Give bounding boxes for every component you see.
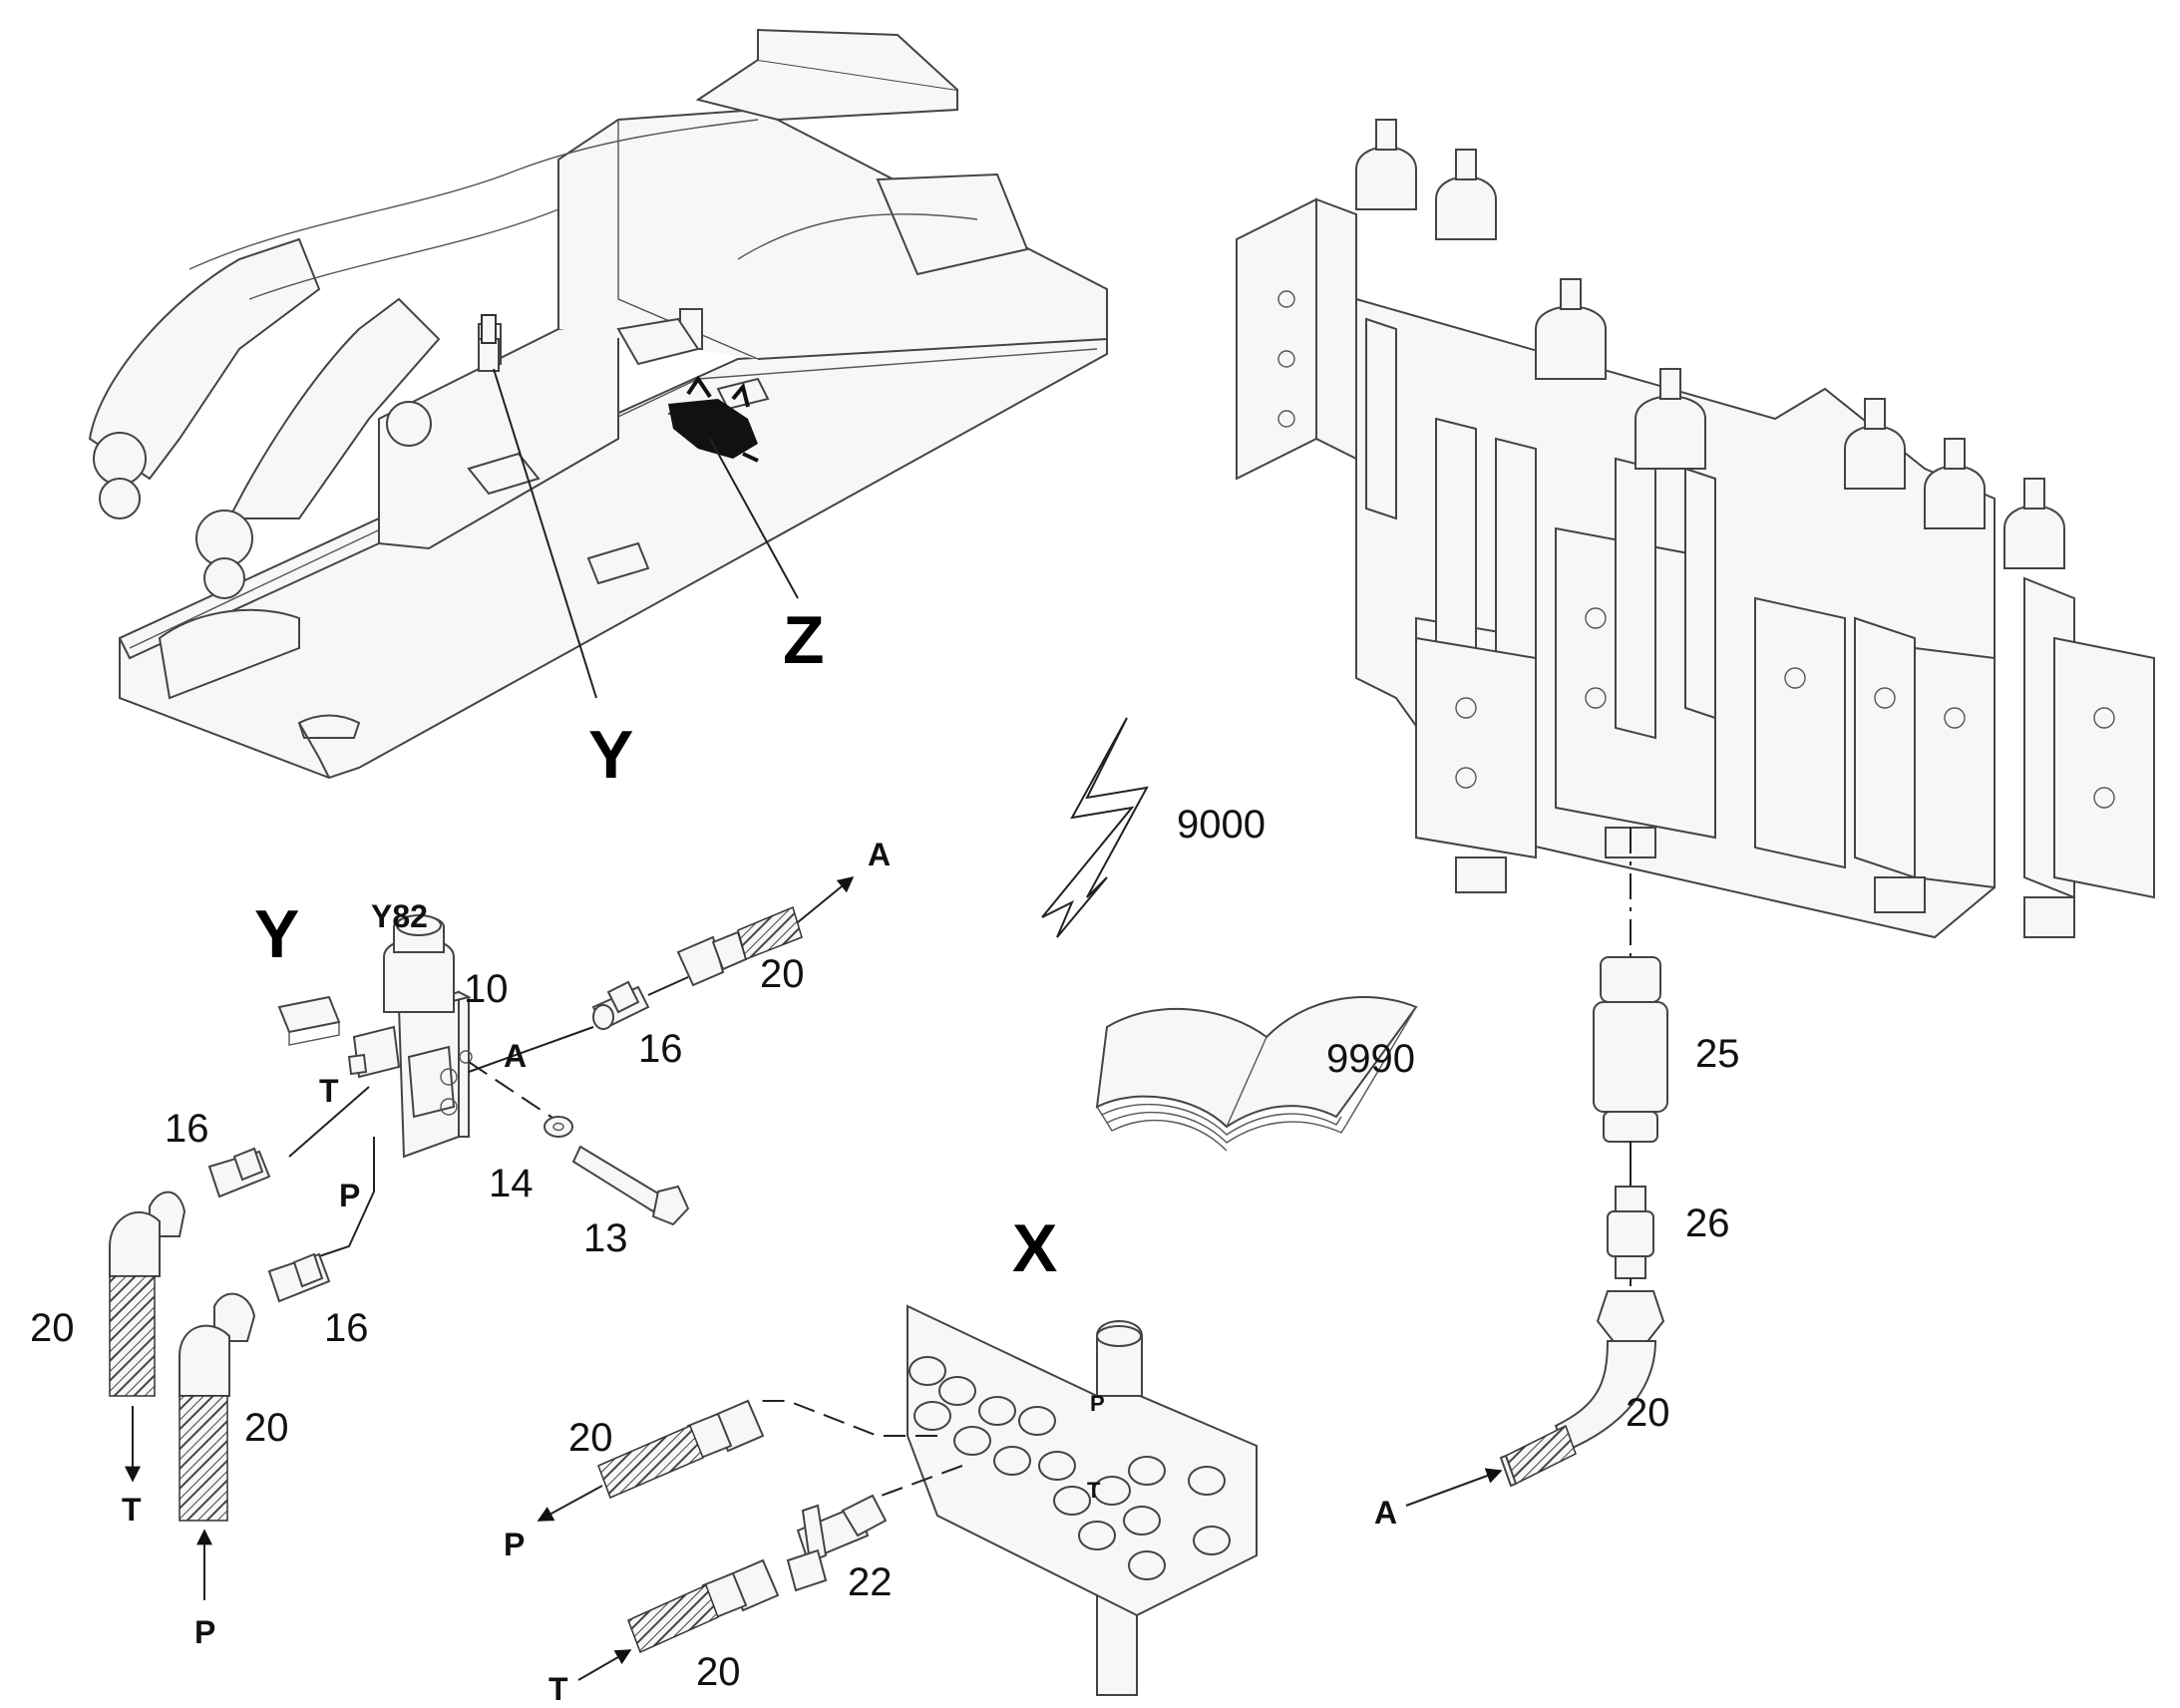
frame-view-z-label: Z — [783, 602, 825, 678]
manifold-block-x — [907, 1304, 1258, 1696]
callout-13: 13 — [583, 1216, 628, 1260]
machine-frame — [88, 28, 1108, 780]
callout-22: 22 — [848, 1560, 893, 1604]
fitting-16-t — [207, 1147, 271, 1198]
port-t-label-left: T — [122, 1492, 142, 1528]
callout-14: 14 — [489, 1162, 534, 1205]
callout-20-x-p: 20 — [568, 1416, 613, 1460]
tee-fitting-22 — [786, 1494, 888, 1592]
callout-26: 26 — [1685, 1201, 1730, 1245]
callout-20-a: 20 — [760, 952, 805, 996]
port-a-label-top: A — [868, 837, 891, 872]
callout-20-t: 20 — [30, 1306, 75, 1350]
bolt-13 — [571, 1145, 690, 1226]
hose-20-t — [109, 1191, 186, 1397]
valve-port-t-label: T — [319, 1073, 339, 1109]
quick-coupling-25 — [1593, 956, 1668, 1143]
detail-x-title: X — [1012, 1210, 1057, 1286]
manifold-port-t-label: T — [1087, 1478, 1101, 1503]
callout-10: 10 — [464, 967, 509, 1011]
hose-20-p — [179, 1292, 256, 1522]
adapter-26 — [1607, 1186, 1654, 1279]
frame-view-y-label: Y — [588, 717, 633, 793]
valve-port-a-label: A — [504, 1038, 527, 1074]
hose-20-a — [676, 905, 803, 987]
fitting-16-a — [591, 980, 650, 1031]
callout-25: 25 — [1695, 1032, 1740, 1076]
manifold-port-p-label: P — [1090, 1391, 1105, 1416]
callout-16-p: 16 — [324, 1306, 369, 1350]
hose-20-x-p — [597, 1399, 765, 1499]
port-t-label-bottom: T — [548, 1671, 568, 1707]
connector-clip — [277, 995, 341, 1046]
callout-20-p: 20 — [244, 1406, 289, 1450]
solenoid-valve-y82 — [347, 914, 473, 1159]
hose-20-x-t — [627, 1558, 780, 1654]
callout-20-x-t: 20 — [696, 1650, 741, 1694]
callout-16-a: 16 — [638, 1027, 683, 1071]
manual-book-icon — [1095, 996, 1418, 1152]
electrical-symbol — [1041, 717, 1149, 938]
detail-y-title: Y — [254, 896, 299, 972]
port-a-label-bottom-right: A — [1374, 1495, 1397, 1531]
callout-16-t: 16 — [165, 1107, 209, 1151]
valve-port-p-label: P — [339, 1178, 360, 1213]
hose-20-to-a — [1499, 1290, 1665, 1488]
washer-14 — [544, 1116, 573, 1138]
callout-20-right: 20 — [1626, 1391, 1670, 1435]
port-p-label-bottom: P — [504, 1527, 525, 1562]
port-p-label-left: P — [194, 1614, 215, 1650]
fitting-16-p — [267, 1252, 331, 1303]
valve-designation-y82: Y82 — [371, 898, 428, 934]
callout-9990: 9990 — [1326, 1037, 1415, 1081]
callout-9000: 9000 — [1177, 803, 1266, 847]
control-valve-block — [1236, 119, 2155, 939]
